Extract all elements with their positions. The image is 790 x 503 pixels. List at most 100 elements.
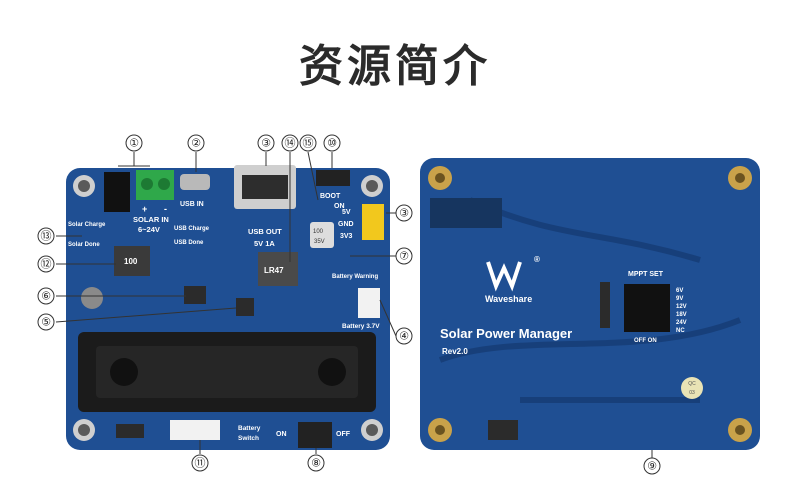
svg-text:③: ③ <box>399 207 409 220</box>
callout-11: ⑪ <box>191 454 209 472</box>
registered-mark: ® <box>534 255 540 264</box>
qc-sticker <box>681 377 703 399</box>
mounting-hole-icon <box>73 175 383 441</box>
battery-switch-label-1: Battery <box>238 425 261 432</box>
boost-ic <box>236 298 254 316</box>
solar-minus-label: - <box>164 204 167 214</box>
svg-text:⑦: ⑦ <box>399 250 409 263</box>
back-pcb <box>420 158 760 450</box>
mppt-values: 6V 9V 12V 18V 24V NC <box>676 288 687 334</box>
svg-text:③: ③ <box>261 137 271 150</box>
callout-3-right: ③ <box>395 204 413 222</box>
electrolytic-cap <box>81 287 103 309</box>
cap-bot-label: 35V <box>314 239 325 245</box>
header-pins <box>116 424 144 438</box>
battery-switch-label-2: Switch <box>238 435 259 442</box>
svg-text:⑫: ⑫ <box>41 258 52 271</box>
qc-label: QC <box>688 381 696 387</box>
svg-text:24V: 24V <box>676 320 687 326</box>
jumper-3v3-label: 3V3 <box>340 233 353 240</box>
callout-13: ⑬ <box>37 227 55 245</box>
back-components <box>430 198 502 228</box>
front-board: + - SOLAR IN 6~24V USB IN USB OUT 5V 1A … <box>66 165 390 450</box>
solar-range-label: 6~24V <box>138 225 160 234</box>
battery-output-connector <box>170 420 220 440</box>
inductor-2 <box>258 252 298 286</box>
svg-text:①: ① <box>129 137 139 150</box>
battery-37v-label: Battery 3.7V <box>342 323 380 330</box>
callout-15: ⑮ <box>299 134 317 152</box>
solar-charge-label: Solar Charge <box>68 222 106 228</box>
usb-out-label: USB OUT <box>248 227 282 236</box>
back-board: ® Waveshare Solar Power Manager Rev2.0 M… <box>420 158 760 450</box>
switch-on-label: ON <box>276 431 287 438</box>
svg-text:⑧: ⑧ <box>311 457 321 470</box>
capacitor <box>310 222 334 248</box>
svg-text:NC: NC <box>676 328 685 334</box>
product-label: Solar Power Manager <box>440 326 572 341</box>
back-connector <box>488 420 518 440</box>
jumper-5v-label: 5V <box>342 209 351 216</box>
svg-text:⑥: ⑥ <box>41 290 51 303</box>
usb-in-label: USB IN <box>180 201 204 208</box>
pin-header <box>600 282 610 328</box>
usb-out-spec-label: 5V 1A <box>254 239 275 248</box>
callout-5: ⑤ <box>37 313 55 331</box>
charger-ic <box>184 286 206 304</box>
svg-text:⑭: ⑭ <box>285 137 296 150</box>
voltage-jumper <box>362 204 384 240</box>
svg-text:6V: 6V <box>676 288 683 294</box>
svg-text:⑨: ⑨ <box>647 460 657 473</box>
rev-label: Rev2.0 <box>442 347 468 356</box>
waveshare-logo: ® Waveshare <box>485 255 540 304</box>
solar-plus-label: + <box>142 204 147 214</box>
svg-text:②: ② <box>191 137 201 150</box>
battery-switch <box>298 422 332 448</box>
callout-9: ⑨ <box>643 457 661 475</box>
brand-label: Waveshare <box>485 294 532 304</box>
svg-text:④: ④ <box>399 330 409 343</box>
callout-2: ② <box>187 134 205 152</box>
callout-14: ⑭ <box>281 134 299 152</box>
usb-done-label: USB Done <box>174 240 204 246</box>
svg-text:12V: 12V <box>676 304 687 310</box>
inductor <box>114 246 150 276</box>
switch-off-label: OFF <box>336 431 351 438</box>
callout-3-top: ③ <box>257 134 275 152</box>
callout-8: ⑧ <box>307 454 325 472</box>
dc-jack <box>104 172 130 212</box>
svg-text:⑪: ⑪ <box>195 457 206 470</box>
svg-text:18V: 18V <box>676 312 687 318</box>
inductor-label: 100 <box>124 257 138 266</box>
usb-in-port <box>180 174 210 190</box>
mppt-set-label: MPPT SET <box>628 271 664 278</box>
mppt-dip-switch <box>624 284 670 332</box>
qc-number: 03 <box>689 390 695 396</box>
boot-button <box>316 170 350 186</box>
front-callouts: ① ② ③ ⑭ ⑮ ⑩ ③ ⑦ ④ ⑬ ⑫ ⑥ ⑤ ⑪ ⑧ <box>37 134 413 472</box>
usb-charge-label: USB Charge <box>174 226 210 232</box>
callout-12: ⑫ <box>37 255 55 273</box>
boot-label: BOOT <box>320 193 341 200</box>
svg-text:⑩: ⑩ <box>327 137 337 150</box>
callout-4: ④ <box>395 327 413 345</box>
callout-10: ⑩ <box>323 134 341 152</box>
battery-warning-label: Battery Warning <box>332 274 378 280</box>
solar-done-label: Solar Done <box>68 242 100 248</box>
cap-top-label: 100 <box>313 229 324 235</box>
callout-6: ⑥ <box>37 287 55 305</box>
svg-text:9V: 9V <box>676 296 683 302</box>
svg-text:⑤: ⑤ <box>41 316 51 329</box>
inductor2-label: LR47 <box>264 266 284 275</box>
solar-in-label: SOLAR IN <box>133 215 169 224</box>
boot-on-label: ON <box>334 203 345 210</box>
battery-connector <box>358 288 380 318</box>
callout-1: ① <box>125 134 143 152</box>
brass-standoff-icon <box>428 166 752 442</box>
svg-text:⑮: ⑮ <box>303 137 314 150</box>
svg-text:⑬: ⑬ <box>41 230 52 243</box>
callout-7: ⑦ <box>395 247 413 265</box>
off-on-label: OFF ON <box>634 338 657 344</box>
page-title: 资源简介 <box>299 41 491 92</box>
